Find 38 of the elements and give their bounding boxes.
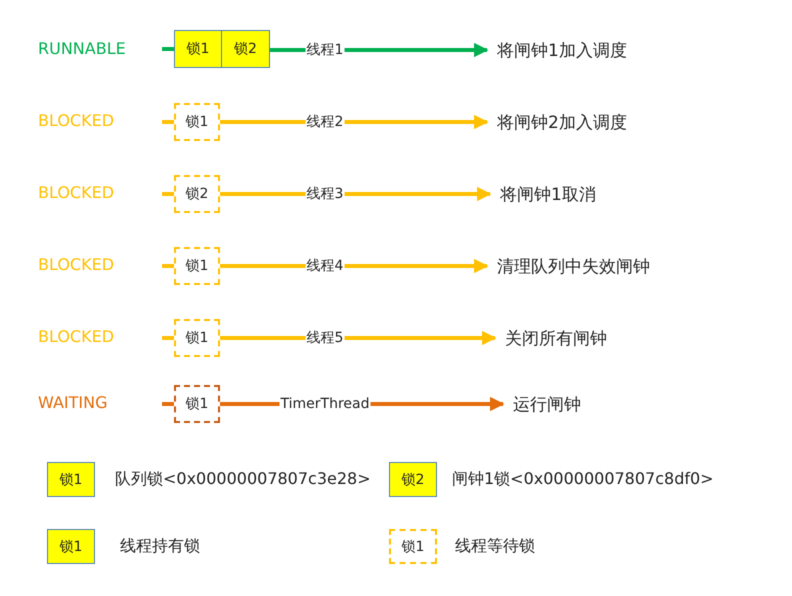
line-stub — [162, 47, 174, 51]
legend-text: 线程等待锁 — [455, 536, 535, 557]
line-stub — [162, 120, 174, 124]
line-stub — [162, 264, 174, 268]
state-label: BLOCKED — [38, 255, 114, 274]
action-text: 运行闸钟 — [513, 392, 581, 416]
state-label: BLOCKED — [38, 327, 114, 346]
line-stub — [162, 192, 174, 196]
lock-box: 锁2 — [221, 30, 270, 68]
action-text: 关闭所有闸钟 — [505, 326, 607, 350]
line-stub — [162, 402, 174, 406]
line-stub — [162, 336, 174, 340]
lock-box: 锁1 — [47, 529, 95, 564]
edge-label: 线程4 — [306, 257, 344, 275]
waiting-lock-box: 锁1 — [389, 529, 437, 564]
state-label: RUNNABLE — [38, 39, 126, 58]
action-text: 清理队列中失效闸钟 — [497, 254, 650, 278]
waiting-lock-box: 锁1 — [174, 247, 220, 285]
edge-label: 线程2 — [306, 113, 344, 131]
legend-text: 线程持有锁 — [120, 536, 200, 557]
state-label: WAITING — [38, 393, 108, 412]
waiting-lock-box: 锁2 — [174, 175, 220, 213]
edge-label: 线程3 — [306, 185, 344, 203]
lock-box: 锁2 — [389, 462, 437, 497]
action-text: 将闸钟2加入调度 — [497, 110, 627, 134]
edge-label: 线程5 — [306, 329, 344, 347]
legend-text: 闸钟1锁<0x00000007807c8df0> — [452, 469, 714, 490]
legend-text: 队列锁<0x00000007807c3e28> — [115, 469, 371, 490]
state-label: BLOCKED — [38, 183, 114, 202]
waiting-lock-box: 锁1 — [174, 319, 220, 357]
edge-label: 线程1 — [306, 41, 344, 59]
waiting-lock-box: 锁1 — [174, 103, 220, 141]
waiting-lock-box: 锁1 — [174, 385, 220, 423]
state-label: BLOCKED — [38, 111, 114, 130]
lock-box: 锁1 — [47, 462, 95, 497]
action-text: 将闸钟1取消 — [500, 182, 596, 206]
lock-box: 锁1 — [174, 30, 222, 68]
action-text: 将闸钟1加入调度 — [497, 38, 627, 62]
